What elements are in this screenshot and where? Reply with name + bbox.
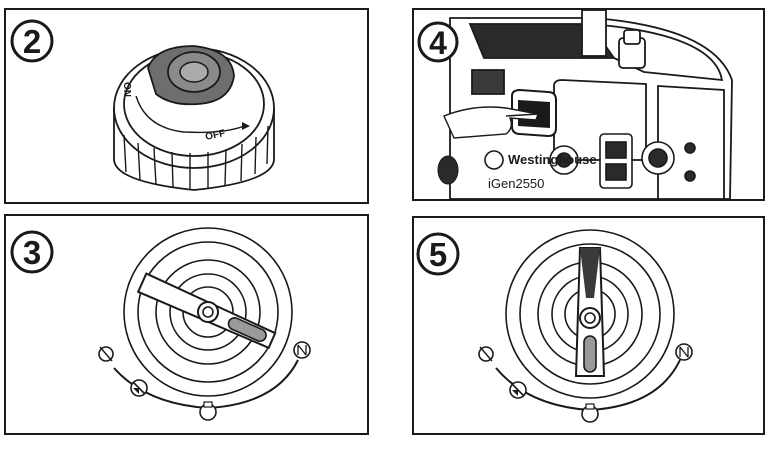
fuel-cap-illustration: 2 ON OFF bbox=[10, 19, 275, 191]
step-2-panel: 2 ON OFF bbox=[4, 8, 369, 204]
choke-icon bbox=[130, 379, 148, 397]
open-valve-icon bbox=[199, 401, 217, 421]
step-number: 3 bbox=[23, 234, 41, 271]
choke-knob bbox=[437, 155, 459, 185]
closed-valve-icon bbox=[478, 346, 494, 362]
on-label: ON bbox=[121, 82, 132, 97]
step-number-badge: 5 bbox=[416, 232, 460, 276]
fuel-valve-illustration-step5: 5 bbox=[416, 229, 693, 423]
off-icon bbox=[293, 341, 311, 359]
step-number: 4 bbox=[429, 25, 447, 61]
model-name: iGen2550 bbox=[488, 176, 544, 191]
valve-lever bbox=[136, 272, 277, 350]
step-3-panel: 3 bbox=[4, 214, 369, 435]
valve-dial bbox=[123, 227, 293, 397]
step-number: 5 bbox=[429, 236, 447, 273]
brand-logo: Westinghouse iGen2550 bbox=[484, 150, 597, 191]
step-number-badge: 2 bbox=[10, 19, 54, 63]
control-panel bbox=[549, 133, 696, 189]
generator-illustration: Westinghouse iGen2550 4 bbox=[417, 10, 733, 199]
step-4-panel: Westinghouse iGen2550 4 bbox=[412, 8, 765, 201]
step-number-badge: 3 bbox=[10, 230, 54, 274]
rotation-arrow bbox=[135, 95, 245, 134]
step-number: 2 bbox=[23, 23, 41, 60]
step-number-badge: 4 bbox=[417, 21, 459, 63]
hand-pointer bbox=[443, 106, 539, 139]
open-valve-icon bbox=[581, 403, 599, 423]
closed-valve-icon bbox=[98, 346, 114, 362]
valve-lever bbox=[574, 247, 606, 377]
vent-knob bbox=[147, 45, 235, 106]
off-icon bbox=[675, 343, 693, 361]
off-label: OFF bbox=[204, 128, 226, 143]
brand-name: Westinghouse bbox=[508, 152, 597, 167]
step-5-panel: 5 bbox=[412, 216, 765, 435]
choke-icon bbox=[509, 381, 527, 399]
fuel-valve-illustration-step3: 3 bbox=[10, 227, 311, 421]
